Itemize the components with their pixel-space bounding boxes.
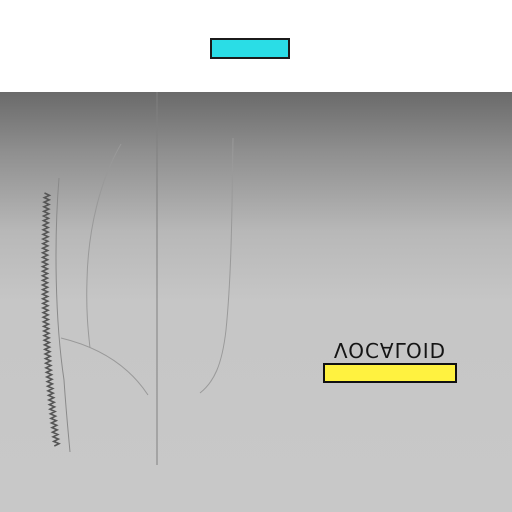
- sketch-curve-left: [55, 177, 71, 453]
- cyan-indicator-bar[interactable]: [210, 38, 290, 59]
- logo-text: VOCALOID: [333, 338, 447, 362]
- spring-coil: [40, 192, 61, 447]
- top-bar: [0, 0, 512, 92]
- sketch-curve-inner: [86, 143, 122, 349]
- sketch-canvas[interactable]: [0, 92, 512, 512]
- sketch-curve-arc: [60, 337, 149, 396]
- sketch-curve-right: [199, 137, 234, 394]
- yellow-logo-bar: [323, 363, 457, 383]
